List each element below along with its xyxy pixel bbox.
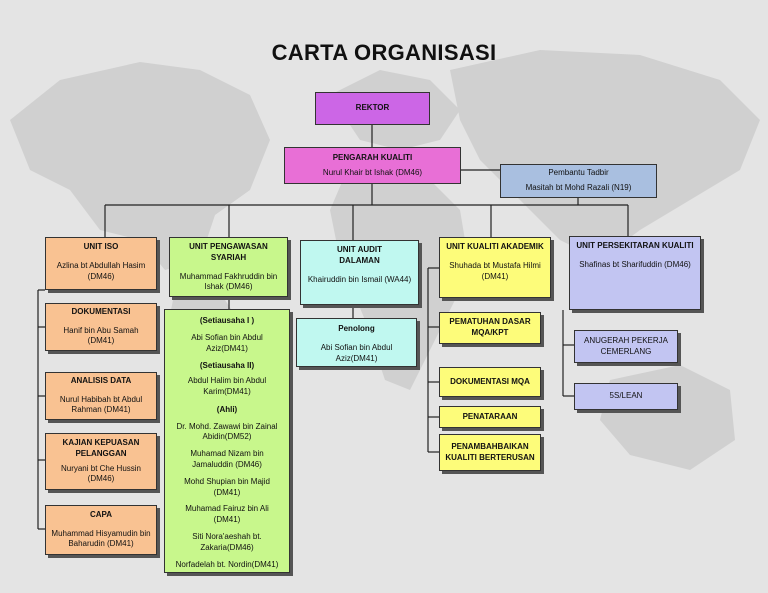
unit-akademik-title: UNIT KUALITI AKADEMIK (446, 242, 544, 251)
ahli-member-3: Mohd Shupian bin Majid (DM41) (184, 476, 270, 497)
pengarah-kualiti-title: PENGARAH KUALITI (332, 152, 413, 162)
map-north-america (10, 62, 270, 270)
5s-lean-box: 5S/LEAN (574, 383, 678, 410)
dokumentasi-mqa-title: DOKUMENTASI MQA (450, 376, 530, 386)
pematuhan-dasar-title: PEMATUHAN DASAR MQA/KPT (449, 317, 531, 337)
analisis-data-name: Nurul Habibah bt Abdul Rahman (DM41) (59, 394, 143, 415)
ahli-member-1: Dr. Mohd. Zawawi bin Zainal Abidin(DM52) (176, 421, 278, 442)
unit-audit-box: UNIT AUDIT DALAMAN Khairuddin bin Ismail… (300, 240, 419, 305)
pengarah-kualiti-name: Nurul Khair bt Ishak (DM46) (322, 167, 423, 177)
pembantu-tadbir-title: Pembantu Tadbir (548, 168, 609, 178)
pengarah-kualiti-box: PENGARAH KUALITI Nurul Khair bt Ishak (D… (284, 147, 461, 184)
unit-iso-name: Azlina bt Abdullah Hasim (DM46) (56, 260, 146, 281)
ahli-label: (Ahli) (216, 404, 238, 414)
ahli-member-4: Muhamad Fairuz bin Ali (DM41) (185, 504, 269, 525)
capa-box: CAPA Muhammad Hisyamudin bin Baharudin (… (45, 505, 157, 555)
penolong-name: Abi Sofian bin Abdul Aziz(DM41) (320, 342, 393, 363)
dokumentasi-box: DOKUMENTASI Hanif bin Abu Samah (DM41) (45, 303, 157, 351)
pembantu-tadbir-box: Pembantu Tadbir Masitah bt Mohd Razali (… (500, 164, 657, 198)
5s-lean-title: 5S/LEAN (609, 391, 643, 401)
unit-syariah-box: UNIT PENGAWASAN SYARIAH Muhammad Fakhrud… (169, 237, 288, 297)
penambahbaikan-box: PENAMBAHBAIKAN KUALITI BERTERUSAN (439, 434, 541, 471)
setiausaha-2-name: Abdul Halim bin Abdul Karim(DM41) (187, 376, 267, 396)
kajian-kepuasan-title: KAJIAN KEPUASAN PELANGGAN (62, 437, 140, 458)
ahli-member-5: Siti Nora'aeshah bt. Zakaria(DM46) (192, 531, 262, 552)
rektor-box: REKTOR (315, 92, 430, 125)
unit-syariah-title: UNIT PENGAWASAN SYARIAH (189, 242, 268, 262)
analisis-data-box: ANALISIS DATA Nurul Habibah bt Abdul Rah… (45, 372, 157, 420)
page-title: CARTA ORGANISASI (271, 40, 497, 65)
unit-iso-title: UNIT ISO (83, 242, 119, 251)
unit-audit-title: UNIT AUDIT DALAMAN (336, 245, 383, 265)
dokumentasi-name: Hanif bin Abu Samah (DM41) (63, 325, 139, 346)
unit-persekitaran-name: Shafinas bt Sharifuddin (DM46) (579, 259, 691, 269)
unit-syariah-name: Muhammad Fakhruddin bin Ishak (DM46) (179, 271, 278, 292)
capa-title: CAPA (89, 509, 113, 519)
capa-name: Muhammad Hisyamudin bin Baharudin (DM41) (51, 528, 151, 549)
kajian-kepuasan-name: Nuryani bt Che Hussin (DM46) (60, 463, 142, 484)
unit-akademik-box: UNIT KUALITI AKADEMIK Shuhada bt Mustafa… (439, 237, 551, 298)
penataraan-box: PENATARAAN (439, 406, 541, 428)
pembantu-tadbir-name: Masitah bt Mohd Razali (N19) (525, 183, 632, 192)
rektor-title: REKTOR (355, 103, 390, 113)
unit-iso-box: UNIT ISO Azlina bt Abdullah Hasim (DM46) (45, 237, 157, 290)
penataraan-title: PENATARAAN (462, 411, 518, 421)
pematuhan-dasar-box: PEMATUHAN DASAR MQA/KPT (439, 312, 541, 344)
ahli-member-6: Norfadelah bt. Nordin(DM41) (175, 559, 279, 569)
penolong-title: Penolong (338, 324, 375, 333)
penolong-box: Penolong Abi Sofian bin Abdul Aziz(DM41) (296, 318, 417, 367)
unit-audit-name: Khairuddin bin Ismail (WA44) (307, 274, 412, 284)
unit-akademik-name: Shuhada bt Mustafa Hilmi (DM41) (449, 260, 541, 281)
anugerah-title: ANUGERAH PEKERJA CEMERLANG (583, 335, 669, 356)
ahli-member-2: Muhamad Nizam bin Jamaluddin (DM46) (190, 449, 264, 469)
setiausaha-1-name: Abi Sofian bin Abdul Aziz(DM41) (191, 332, 263, 353)
dokumentasi-title: DOKUMENTASI (71, 306, 131, 316)
dokumentasi-mqa-box: DOKUMENTASI MQA (439, 367, 541, 397)
kajian-kepuasan-box: KAJIAN KEPUASAN PELANGGAN Nuryani bt Che… (45, 433, 157, 490)
setiausaha-2-label: (Setiausaha II) (199, 361, 255, 371)
penambahbaikan-title: PENAMBAHBAIKAN KUALITI BERTERUSAN (445, 441, 535, 462)
unit-persekitaran-box: UNIT PERSEKITARAN KUALITI Shafinas bt Sh… (569, 236, 701, 310)
map-asia (450, 50, 760, 260)
setiausaha-1-label: (Setiausaha I ) (199, 316, 255, 325)
analisis-data-title: ANALISIS DATA (70, 375, 132, 385)
anugerah-box: ANUGERAH PEKERJA CEMERLANG (574, 330, 678, 363)
unit-persekitaran-title: UNIT PERSEKITARAN KUALITI (576, 241, 694, 250)
syariah-members-box: (Setiausaha I ) Abi Sofian bin Abdul Azi… (164, 309, 290, 573)
